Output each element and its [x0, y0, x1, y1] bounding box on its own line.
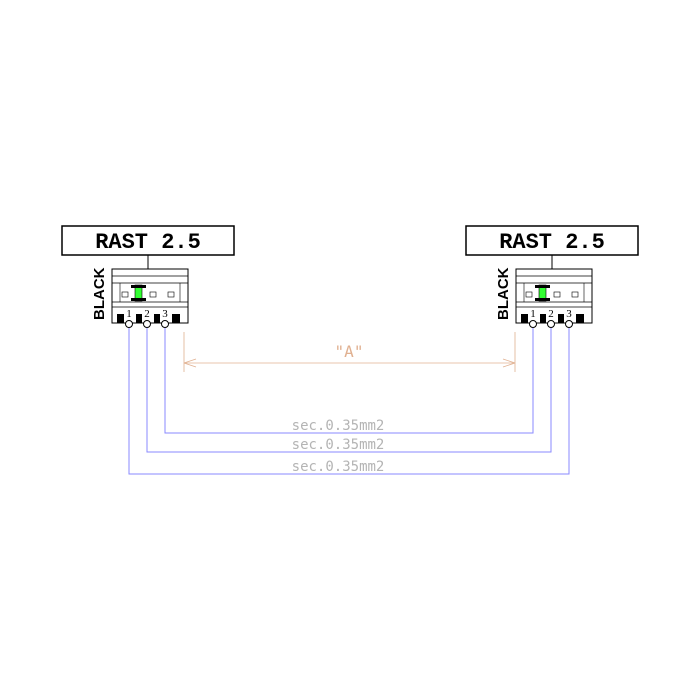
connector-left-terminal-block	[136, 314, 142, 323]
connector-right-latch-cap	[535, 285, 550, 288]
connector-left-terminal-block	[172, 314, 180, 323]
connector-right-terminal-block	[540, 314, 546, 323]
wire-pin-1-section: sec.0.35mm2	[292, 459, 385, 475]
connector-right-slot	[525, 291, 533, 298]
connector-right-pin-1-label: 1	[530, 308, 536, 320]
connector-left-latch-cap	[131, 298, 146, 301]
dimension-a-arrow-right	[502, 358, 516, 368]
connector-left-pin-1-label: 1	[126, 308, 132, 320]
dimension-a: "A"	[183, 332, 516, 372]
wire-pin-1	[128, 328, 570, 475]
wire-pin-2	[146, 328, 552, 453]
connector-left-slot	[167, 291, 175, 298]
connector-left: RAST 2.5 BLACK 1 2 3	[61, 225, 235, 328]
connector-left-color: BLACK	[91, 267, 108, 320]
connector-left-pin-3-terminal	[161, 320, 169, 328]
connector-left-label: RAST 2.5	[95, 230, 201, 255]
wire-pin-3	[164, 328, 534, 434]
connector-right-slot	[553, 291, 561, 298]
connector-left-pin-2-label: 2	[144, 308, 150, 320]
dimension-a-label: "A"	[335, 342, 364, 361]
connector-left-terminal-block	[117, 314, 124, 323]
connector-left-pin-3-label: 3	[162, 308, 168, 320]
connector-right-terminal-block	[521, 314, 528, 323]
connector-left-label-box	[61, 225, 235, 256]
dimension-a-arrow-left	[183, 358, 197, 368]
connector-left-terminal-block	[154, 314, 160, 323]
connector-right-terminal-block	[558, 314, 564, 323]
connector-right-latch-cap	[535, 298, 550, 301]
connector-right-slot	[571, 291, 579, 298]
connector-right-pin-1-terminal	[529, 320, 537, 328]
connector-left-slot	[149, 291, 157, 298]
connector-right: RAST 2.5 BLACK 1 2 3	[465, 225, 639, 328]
wire-pin-2-section: sec.0.35mm2	[292, 437, 385, 453]
connector-right-label-box	[465, 225, 639, 256]
connector-right-pin-3-terminal	[565, 320, 573, 328]
wire-pin-3-section: sec.0.35mm2	[292, 418, 385, 434]
connector-right-terminal-block	[576, 314, 584, 323]
connector-right-label: RAST 2.5	[499, 230, 605, 255]
connector-left-pin-1-terminal	[125, 320, 133, 328]
connector-right-pin-2-label: 2	[548, 308, 554, 320]
connector-right-color: BLACK	[495, 267, 512, 320]
connector-left-latch-cap	[131, 285, 146, 288]
connector-left-slot	[121, 291, 129, 298]
connector-left-pin-2-terminal	[143, 320, 151, 328]
wires: sec.0.35mm2 sec.0.35mm2 sec.0.35mm2	[128, 328, 570, 475]
connector-right-pin-3-label: 3	[566, 308, 572, 320]
connector-right-pin-2-terminal	[547, 320, 555, 328]
